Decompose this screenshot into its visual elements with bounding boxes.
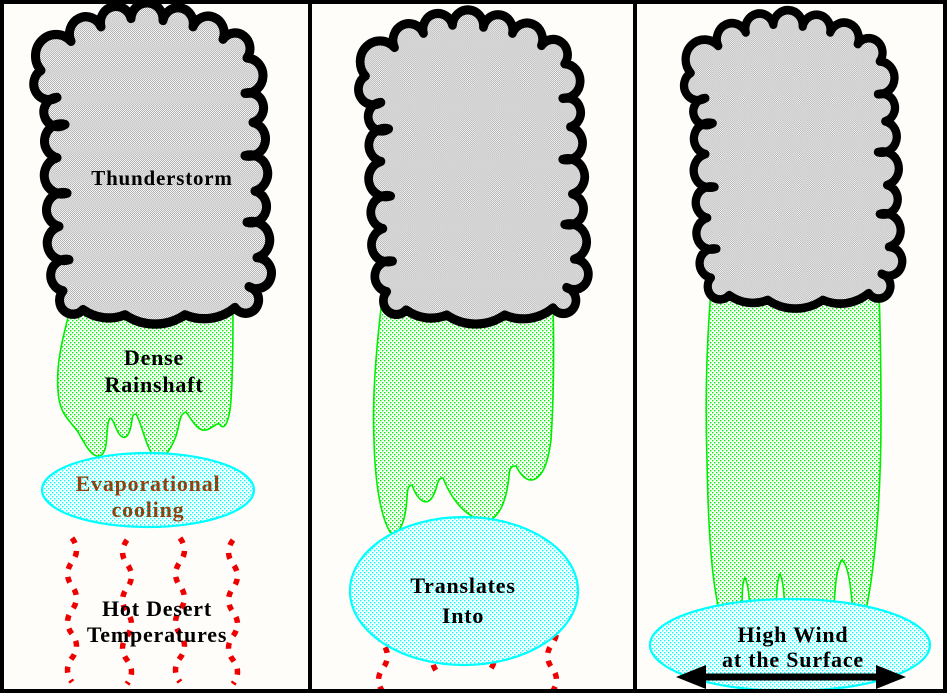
evaporational-cooling-label: Evaporational cooling — [76, 471, 221, 523]
panel-3-result-stage — [648, 10, 932, 689]
dense-rainshaft-shape-3 — [705, 289, 882, 621]
high-wind-label-line1: High Wind — [737, 622, 849, 647]
thunderstorm-cloud-1 — [34, 4, 272, 324]
thunderstorm-label: Thunderstorm — [91, 166, 233, 190]
panel-1-cause-stage — [34, 4, 272, 686]
heat-wave-lines — [64, 536, 241, 686]
high-wind-label-line2: at the Surface — [722, 647, 864, 672]
evaporational-cooling-ellipse — [40, 451, 256, 529]
dense-rainshaft-shape-1 — [56, 309, 234, 459]
dense-rainshaft-label: Dense Rainshaft — [105, 344, 204, 398]
translates-into-ellipse — [348, 515, 580, 667]
surface-wind-double-arrow-icon — [676, 665, 906, 689]
panel-divider-2 — [633, 4, 637, 689]
thunderstorm-cloud-3 — [684, 10, 902, 308]
high-wind-surface-label: High Wind at the Surface — [722, 622, 864, 672]
evaporational-cooling-label-line2: cooling — [111, 497, 185, 522]
panel-2-translation-stage — [348, 10, 588, 689]
evaporational-cooling-label-line1: Evaporational — [75, 471, 221, 496]
thunderstorm-cloud-2 — [358, 10, 588, 324]
translates-into-label-line2: Into — [441, 603, 485, 628]
panel-divider-1 — [308, 4, 312, 689]
hot-desert-temperatures-label: Hot Desert Temperatures — [87, 596, 227, 648]
dense-rainshaft-shape-2 — [372, 299, 555, 535]
hot-desert-label-line2: Temperatures — [86, 622, 228, 647]
hot-desert-label-line1: Hot Desert — [101, 596, 212, 621]
translates-into-label: Translates Into — [410, 571, 515, 631]
translates-into-label-line1: Translates — [410, 573, 516, 598]
dense-rainshaft-label-line1: Dense — [123, 345, 185, 370]
diagram-canvas — [4, 4, 932, 689]
dense-rainshaft-label-line2: Rainshaft — [104, 372, 204, 397]
high-wind-ellipse — [648, 597, 932, 689]
